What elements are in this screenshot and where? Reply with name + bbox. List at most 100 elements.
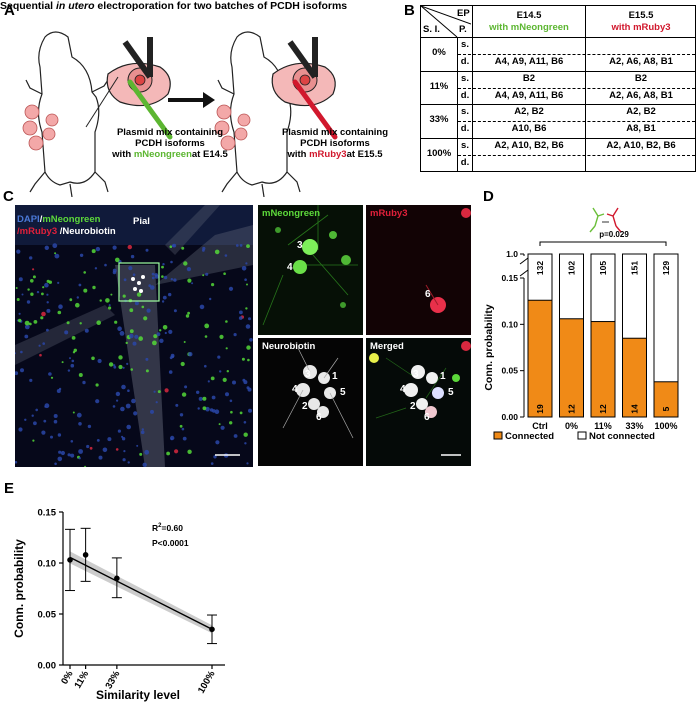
cell-dot [161,265,164,269]
cell-dot [70,440,74,443]
cell-dot [76,296,79,299]
cell-dot [40,316,44,320]
mouse-right-icon [217,31,303,197]
cell-dot [133,411,138,416]
y-tick-label: 0.10 [501,319,518,329]
cell-dot [39,353,42,357]
cell-dot [76,412,82,418]
cell-dot [168,370,173,374]
cell-dot [229,421,233,425]
cell-dot [125,403,131,409]
col2-age: E15.5 [628,10,654,21]
right-caption: Plasmid mix containing PCDH isoforms wit… [255,127,415,160]
cell-dot [136,292,142,297]
row-d-label: d. [460,56,470,67]
cell-dot [153,334,158,339]
cell-dot [164,388,169,393]
row-s-e145: A2, B2 [514,106,544,117]
cell-dot [209,297,212,301]
caption-line: Plasmid mix containing [116,127,224,138]
cell-dot [24,418,27,421]
bar-count-label: 12 [567,404,577,414]
bar-total-label: 132 [535,261,545,275]
cell-dot [16,249,21,254]
bar-total-label: 105 [598,261,608,275]
cell-dot [18,427,23,432]
cell-dot [141,305,145,309]
cell-dot [169,245,173,248]
cell-dot [215,440,220,445]
cell-dot [58,387,62,391]
cell-dot [53,414,58,418]
cell-dot [83,288,88,293]
cell-dot [233,333,237,337]
cell-dot [60,450,65,456]
cell-number: 4 [287,262,293,273]
neuron-pair-icon [589,207,622,233]
row-d-e155: A2, A6, A8, B1 [609,89,673,101]
cell-dot [168,329,173,334]
bar-connected [653,381,679,418]
cell-number: 6 [316,412,322,423]
cell-dot [233,434,238,438]
tile-mneongreen-drawing [262,205,358,326]
cell-dot [15,371,19,376]
cell-dot [179,424,183,428]
cell-dot [144,449,150,455]
cell-dot [35,408,38,412]
cell-dot [121,437,126,441]
cell-dot [79,322,82,325]
cell-dot [229,399,233,403]
bar-total-label: 102 [567,261,577,275]
cell-dot [127,244,132,250]
panel-b-letter: B [404,2,415,19]
cell-dot [243,380,248,385]
cell-dot [84,328,89,333]
cell-dot [246,386,250,390]
cell-dot [18,312,21,315]
cell-dot [230,410,233,414]
y-axis-label: Conn. probability [483,304,495,390]
cell-dot [126,424,131,430]
cell-dot [151,272,155,276]
cell-dot [156,332,161,337]
panel-c-letter: C [3,188,14,205]
cell-dot [179,413,184,417]
cell-dot [69,298,73,302]
title-part: Sequential [0,0,57,12]
cell-dot [235,244,239,247]
col2-fluor: with mRuby3 [611,22,671,33]
cell-dot [78,422,82,426]
cell-dot [204,323,210,329]
row-divider [421,70,695,72]
cell-dot [127,461,130,464]
y-tick-label: 0.10 [38,559,57,570]
cell-dot [121,384,126,390]
cell-dot [29,256,33,260]
cell-dot [54,253,60,259]
cell-dot [222,377,227,382]
cell-dot [170,278,173,281]
cell-dot [118,364,123,370]
cell-dot [44,282,49,288]
neuron-green-icon [589,207,605,233]
caption-part: with [112,149,134,160]
arrow-right-icon [168,92,215,108]
cell-dot [145,357,149,361]
cell-dot [118,355,123,360]
cell-dot [245,307,248,310]
cell-dot [224,254,228,257]
legend-swatch-not-connected [577,431,587,440]
cell-dot [198,396,203,401]
cell-dot [27,288,30,291]
panel-e-letter: E [4,480,15,497]
cell-dot [30,292,34,296]
cell-dot [78,449,83,454]
cell-number: 1 [440,371,446,382]
cell-dot [134,301,139,306]
cell-dot [112,270,117,275]
cell-dot [182,436,187,441]
corner-ep: EP [457,8,470,19]
cell-dot [132,341,137,346]
